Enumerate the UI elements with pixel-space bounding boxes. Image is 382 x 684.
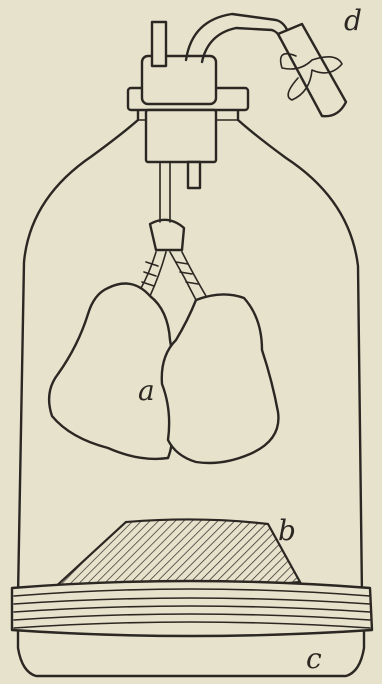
binding-cord	[12, 581, 372, 636]
label-a: a	[138, 374, 155, 407]
label-d: d	[344, 4, 362, 37]
label-b: b	[278, 514, 296, 547]
diaphragm	[52, 519, 300, 590]
lungs	[49, 284, 278, 464]
label-c: c	[306, 642, 322, 675]
